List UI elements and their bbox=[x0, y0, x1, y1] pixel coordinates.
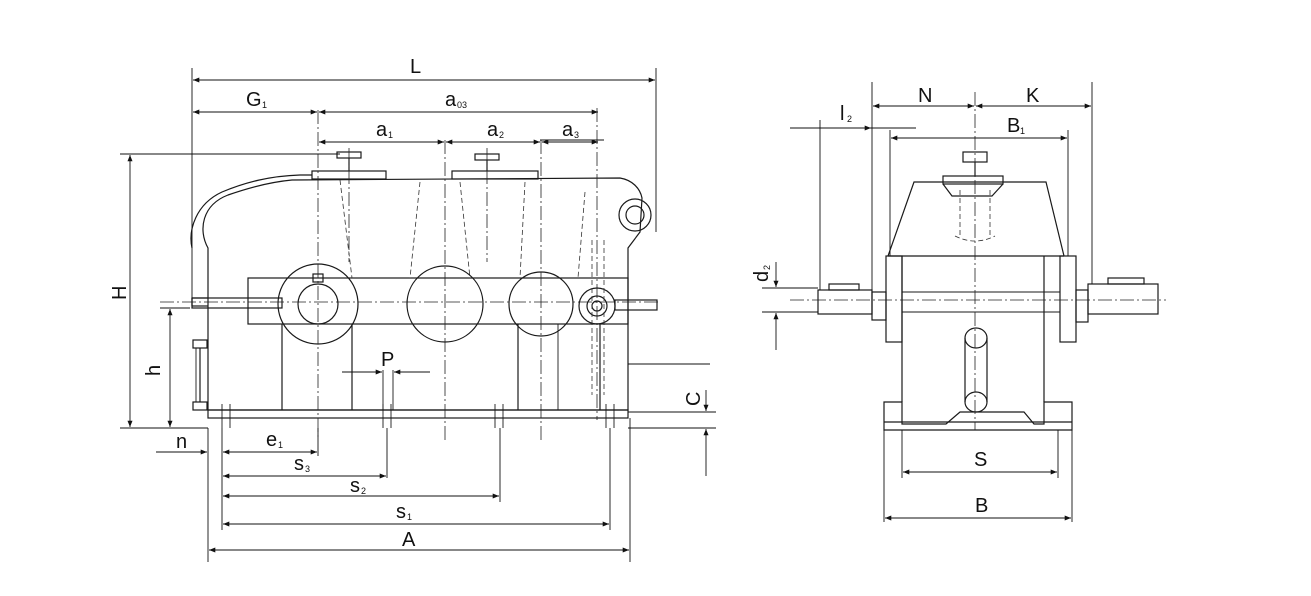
label-s2-sub: 2 bbox=[361, 486, 366, 496]
label-C: C bbox=[683, 392, 705, 406]
label-s3: s bbox=[294, 453, 304, 475]
label-K: K bbox=[1026, 85, 1040, 107]
label-a3-sub: 3 bbox=[574, 130, 579, 140]
label-a03: a bbox=[445, 89, 457, 111]
label-a3: a bbox=[562, 119, 574, 141]
label-G1-sub: 1 bbox=[262, 100, 267, 110]
label-s1-sub: 1 bbox=[407, 512, 412, 522]
label-B1-sub: 1 bbox=[1020, 126, 1025, 136]
label-a1: a bbox=[376, 119, 388, 141]
front-dimensions bbox=[127, 77, 709, 553]
label-a2: a bbox=[487, 119, 499, 141]
label-d2-sub: 2 bbox=[762, 265, 772, 270]
label-G1: G bbox=[246, 89, 262, 111]
label-s3-sub: 3 bbox=[305, 464, 310, 474]
label-B1: B bbox=[1007, 115, 1020, 137]
label-A: A bbox=[402, 529, 416, 551]
side-housing bbox=[817, 151, 1159, 431]
label-a03-sub: 03 bbox=[457, 100, 467, 110]
label-e1: e bbox=[266, 429, 277, 451]
label-B: B bbox=[975, 495, 988, 517]
label-L: L bbox=[410, 56, 421, 78]
label-a2-sub: 2 bbox=[499, 130, 504, 140]
side-dimensions bbox=[773, 103, 1091, 521]
label-e1-sub: 1 bbox=[278, 440, 283, 450]
label-l2: l bbox=[840, 103, 844, 125]
front-housing bbox=[190, 151, 658, 428]
label-N: N bbox=[918, 85, 932, 107]
label-l2-sub: 2 bbox=[847, 114, 852, 124]
label-P: P bbox=[381, 349, 394, 371]
label-s2: s bbox=[350, 475, 360, 497]
side-labels: N K l 2 B 1 d 2 S B bbox=[751, 85, 1040, 517]
label-h: h bbox=[143, 365, 165, 376]
label-H: H bbox=[109, 286, 131, 300]
front-view: L G 1 a 03 a 1 a 2 a 3 H h P C n e 1 s 3… bbox=[109, 56, 716, 562]
front-labels: L G 1 a 03 a 1 a 2 a 3 H h P C n e 1 s 3… bbox=[109, 56, 705, 551]
side-view: N K l 2 B 1 d 2 S B bbox=[751, 82, 1166, 522]
label-S: S bbox=[974, 449, 987, 471]
label-n: n bbox=[176, 431, 187, 453]
label-s1: s bbox=[396, 501, 406, 523]
label-a1-sub: 1 bbox=[388, 130, 393, 140]
label-d2: d bbox=[751, 271, 773, 282]
